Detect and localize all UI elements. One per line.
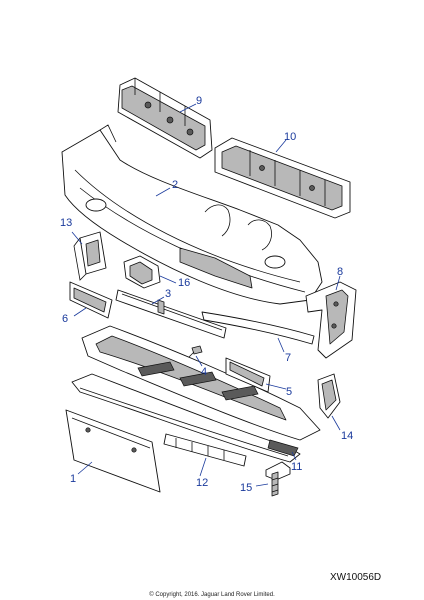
- part-6-trim-strip-left[interactable]: [69, 281, 113, 319]
- part-12-grille-strip[interactable]: [163, 433, 247, 467]
- part-5-trim-strip-right[interactable]: [225, 357, 271, 393]
- part-8-side-bracket[interactable]: [305, 281, 357, 359]
- part-11-undertray[interactable]: [71, 373, 301, 463]
- callout-12: 12: [196, 477, 208, 489]
- callout-16: 16: [178, 277, 190, 289]
- copyright-notice: © Copyright, 2016. Jaguar Land Rover Lim…: [149, 592, 275, 598]
- callout-1: 1: [70, 473, 76, 485]
- illustration-reference-code: XW10056D: [330, 572, 382, 583]
- part-10-energy-absorber[interactable]: [214, 137, 351, 219]
- callout-13: 13: [60, 217, 72, 229]
- callout-labels: 9 10 2 13 16 8 3 6 7 4 5 14 11 1 12 15: [60, 95, 353, 494]
- part-13-bracket[interactable]: [73, 231, 107, 281]
- part-2-bumper-cover[interactable]: [61, 124, 323, 305]
- part-15-bolt[interactable]: [265, 461, 291, 497]
- callout-11: 11: [291, 461, 302, 473]
- callout-4: 4: [201, 366, 207, 378]
- callout-2: 2: [172, 179, 178, 191]
- callout-14: 14: [341, 430, 353, 442]
- part-14-clip[interactable]: [317, 373, 341, 419]
- part-9-upper-reinforcement[interactable]: [117, 77, 213, 159]
- callout-5: 5: [286, 386, 292, 398]
- callout-10: 10: [284, 131, 296, 143]
- callout-7: 7: [285, 352, 291, 364]
- callout-6: 6: [62, 313, 68, 325]
- part-3-support-bar[interactable]: [115, 289, 227, 339]
- part-1-licence-plate[interactable]: [65, 409, 161, 493]
- callout-15: 15: [240, 482, 252, 494]
- part-4-screw[interactable]: [187, 345, 203, 359]
- callout-9: 9: [196, 95, 202, 107]
- callout-3: 3: [165, 288, 171, 300]
- part-7-moulding[interactable]: [201, 311, 315, 345]
- callout-8: 8: [337, 266, 343, 278]
- part-16-clip[interactable]: [123, 255, 161, 289]
- leader-lines: [71, 103, 341, 487]
- undertray-panel[interactable]: [81, 325, 321, 441]
